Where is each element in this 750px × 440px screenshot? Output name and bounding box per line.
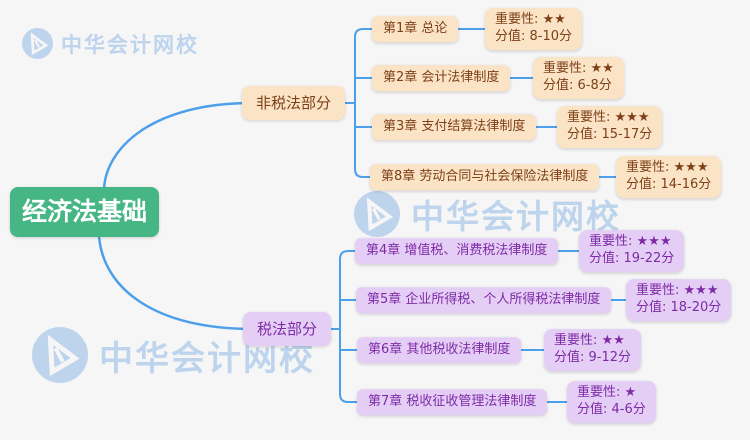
importance-node[interactable]: 重要性: ★★★ 分值: 18-20分 [626,279,732,321]
brand-logo-icon [32,327,88,383]
score-range: 分值: 15-17分 [567,127,653,142]
score-range: 分值: 14-16分 [626,177,712,192]
importance-node[interactable]: 重要性: ★★★ 分值: 19-22分 [579,230,685,272]
score-range: 分值: 6-8分 [543,78,612,93]
brand-watermark: 中华会计网校 [354,190,621,238]
chapter-node[interactable]: 第3章 支付结算法律制度 [372,114,537,140]
score-range: 分值: 8-10分 [495,29,573,44]
importance-rating: 重要性: ★★ [495,12,566,28]
chapter-node[interactable]: 第5章 企业所得税、个人所得税法律制度 [356,287,612,313]
importance-node[interactable]: 重要性: ★★★ 分值: 15-17分 [557,106,663,148]
score-range: 分值: 4-6分 [577,402,646,417]
chapter-node[interactable]: 第6章 其他税收法律制度 [357,337,522,363]
brand-logo-icon [354,191,400,237]
chapter-node[interactable]: 第7章 税收征收管理法律制度 [357,389,548,415]
importance-node[interactable]: 重要性: ★★ 分值: 9-12分 [544,329,642,371]
brand-logo-icon [22,28,53,59]
chapter-node[interactable]: 第1章 总论 [372,16,459,42]
importance-rating: 重要性: ★ [577,385,637,401]
watermark-text: 中华会计网校 [61,32,199,57]
importance-node[interactable]: 重要性: ★★ 分值: 6-8分 [533,57,624,99]
branch-node-non-tax[interactable]: 非税法部分 [242,86,346,120]
importance-rating: 重要性: ★★ [554,333,625,349]
importance-rating: 重要性: ★★★ [626,160,709,176]
chapter-node[interactable]: 第4章 增值税、消费税法律制度 [355,238,559,264]
importance-rating: 重要性: ★★ [543,61,614,77]
importance-node[interactable]: 重要性: ★★★ 分值: 14-16分 [616,156,722,198]
chapter-node[interactable]: 第2章 会计法律制度 [372,65,511,91]
importance-node[interactable]: 重要性: ★ 分值: 4-6分 [567,381,656,423]
root-node[interactable]: 经济法基础 [10,187,160,237]
score-range: 分值: 9-12分 [554,350,632,365]
score-range: 分值: 19-22分 [589,251,675,266]
importance-rating: 重要性: ★★★ [567,110,650,126]
brand-watermark: 中华会计网校 [32,327,315,383]
watermark-text: 中华会计网校 [411,197,621,236]
brand-watermark: 中华会计网校 [22,28,199,59]
branch-node-tax[interactable]: 税法部分 [243,312,332,346]
importance-rating: 重要性: ★★★ [589,234,672,250]
score-range: 分值: 18-20分 [636,300,722,315]
importance-rating: 重要性: ★★★ [636,283,719,299]
chapter-node[interactable]: 第8章 劳动合同与社会保险法律制度 [370,164,600,190]
importance-node[interactable]: 重要性: ★★ 分值: 8-10分 [485,8,583,50]
